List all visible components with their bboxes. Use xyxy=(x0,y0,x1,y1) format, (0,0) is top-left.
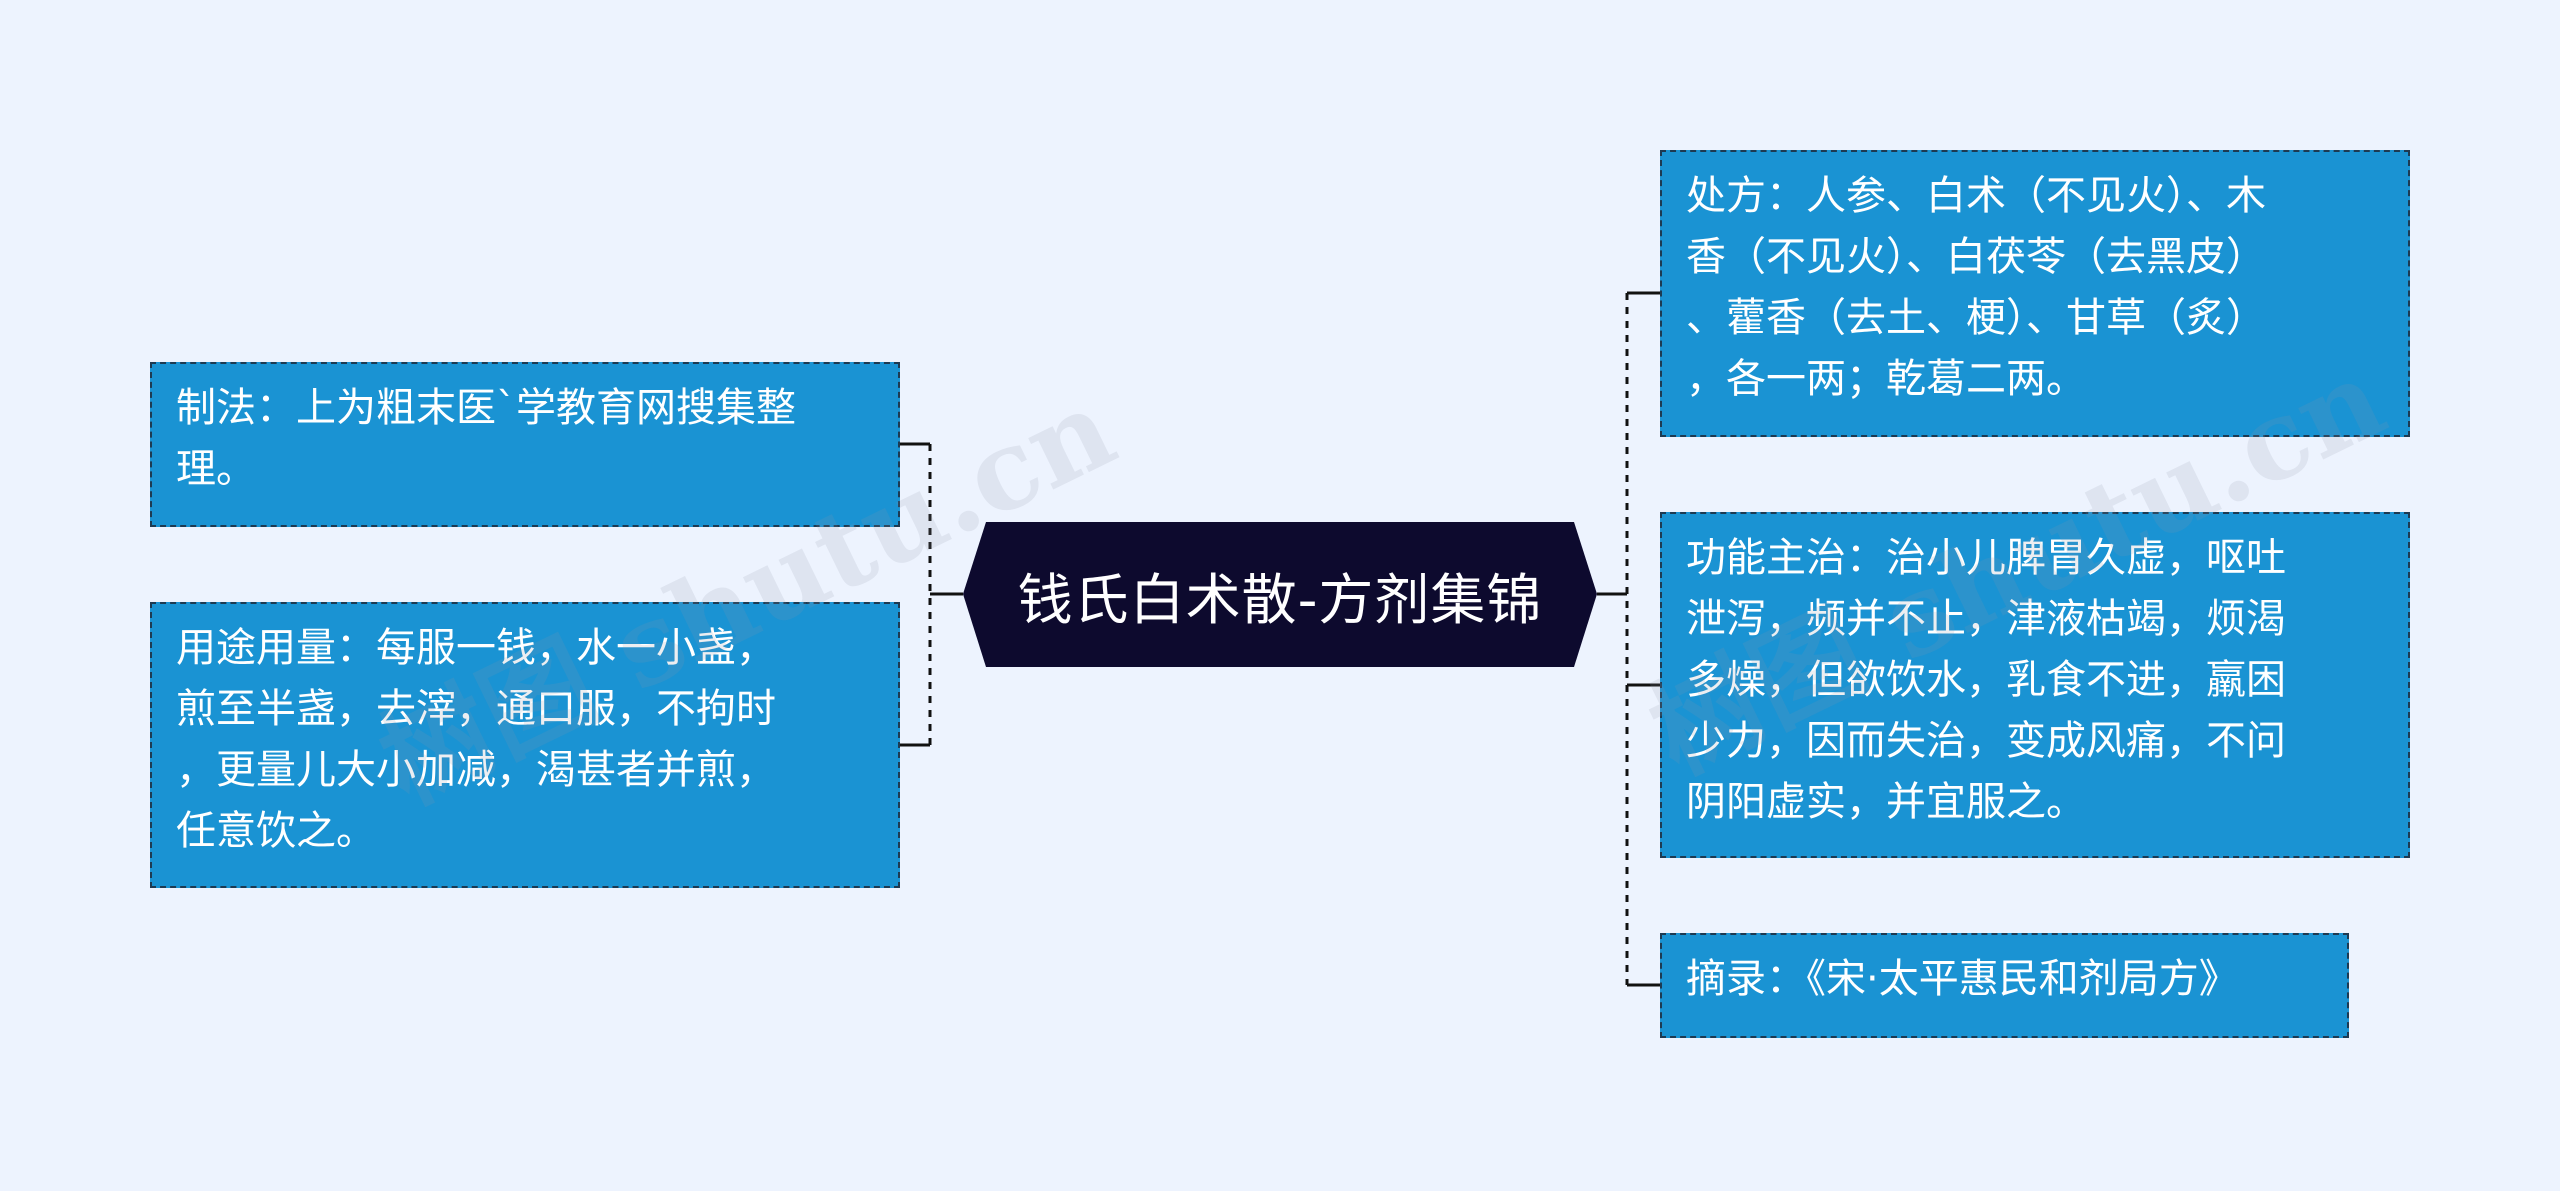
topic-node-source[interactable]: 摘录：《宋·太平惠民和剂局方》 xyxy=(1660,933,2349,1038)
central-topic-title: 钱氏白术散-方剂集锦 xyxy=(1017,567,1543,632)
topic-node-indications[interactable]: 功能主治：治小儿脾胃久虚，呕吐 泄泻，频并不止，津液枯竭，烦渴 多燥，但欲饮水，… xyxy=(1660,512,2410,858)
topic-node-prescription[interactable]: 处方：人参、白术（不见火）、木 香（不见火）、白茯苓（去黑皮） 、藿香（去土、梗… xyxy=(1660,150,2410,437)
central-topic-node[interactable]: 钱氏白术散-方剂集锦 xyxy=(963,522,1597,667)
topic-node-usage-dosage[interactable]: 用途用量：每服一钱，水一小盏， 煎至半盏，去滓，通口服，不拘时 ，更量儿大小加减… xyxy=(150,602,900,888)
topic-node-preparation[interactable]: 制法：上为粗末医`学教育网搜集整 理。 xyxy=(150,362,900,527)
